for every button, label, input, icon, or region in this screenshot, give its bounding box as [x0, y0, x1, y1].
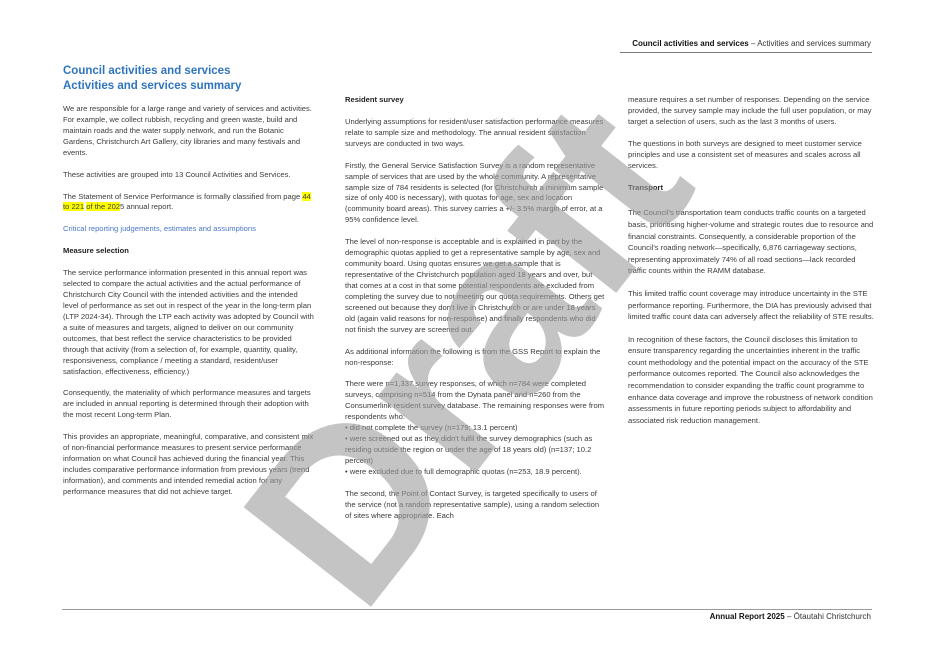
ssp-text-after: 5 annual report. — [120, 202, 174, 212]
ssp-paragraph: The Statement of Service Performance is … — [63, 191, 315, 214]
intro-paragraph: We are responsible for a large range and… — [63, 104, 312, 157]
bullet-item: • were screened out as they didn't fulfi… — [345, 434, 593, 466]
ssp-text-before: The Statement of Service Performance is … — [63, 191, 303, 201]
page-title-line1: Council activities and services — [63, 65, 231, 77]
footer-separator: – — [784, 612, 794, 621]
page-title-line2: Activities and services summary — [63, 80, 242, 92]
measure-paragraph-2: Consequently, the materiality of which p… — [63, 388, 311, 420]
bullet-item: • did not complete the survey (n=179; 13… — [345, 423, 518, 433]
critical-judgements-link[interactable]: Critical reporting judgements, estimates… — [63, 224, 256, 234]
resident-survey-paragraph-5: There were n=1,337 survey responses, of … — [345, 379, 607, 423]
page-title: Council activities and services Activiti… — [63, 64, 241, 94]
measure-selection-heading: Measure selection — [63, 246, 129, 256]
footer-report: Annual Report 2025 — [709, 612, 785, 621]
column-2: Resident survey Underlying assumptions f… — [345, 95, 607, 533]
transport-paragraph-1: The Council's transportation team conduc… — [628, 208, 874, 276]
ssp-highlight-year: of the 202 — [86, 202, 121, 212]
resident-survey-paragraph-6: The second, the Point of Contact Survey,… — [345, 488, 600, 520]
footer-rule — [62, 609, 872, 610]
resident-survey-paragraph-4: As additional information the following … — [345, 346, 601, 367]
running-footer: Annual Report 2025 – Ōtautahi Christchur… — [600, 612, 871, 621]
resident-survey-heading: Resident survey — [345, 95, 404, 104]
grouped-paragraph: These activities are grouped into 13 Cou… — [63, 169, 291, 179]
header-subsection: Activities and services summary — [757, 39, 871, 48]
responses-summary: There were n=1,337 survey responses, of … — [345, 379, 605, 422]
transport-paragraph-2: This limited traffic count coverage may … — [628, 288, 874, 322]
footer-place: Ōtautahi Christchurch — [793, 612, 871, 621]
resident-survey-paragraph-3: The level of non-response is acceptable … — [345, 237, 605, 334]
measure-paragraph-3: This provides an appropriate, meaningful… — [63, 432, 314, 496]
header-section: Council activities and services — [632, 39, 749, 48]
transport-paragraph-3: In recognition of these factors, the Cou… — [628, 334, 873, 425]
measure-paragraph-1: The service performance information pres… — [63, 267, 314, 376]
resident-survey-paragraph-2: Firstly, the General Service Satisfactio… — [345, 160, 604, 225]
bullet-item: • were excluded due to full demographic … — [345, 467, 582, 477]
resident-survey-paragraph-1: Underlying assumptions for resident/user… — [345, 116, 604, 148]
header-separator: – — [748, 39, 758, 48]
column-1: We are responsible for a large range and… — [63, 104, 315, 509]
transport-heading: Transport — [628, 182, 664, 192]
header-rule — [620, 52, 872, 53]
running-header: Council activities and services – Activi… — [600, 39, 871, 48]
survey-questions-paragraph: The questions in both surveys are design… — [628, 138, 862, 170]
column-3: measure requires a set number of respons… — [628, 95, 874, 437]
non-response-list: • did not complete the survey (n=179; 13… — [345, 423, 607, 478]
survey-continued-paragraph: measure requires a set number of respons… — [628, 95, 872, 126]
